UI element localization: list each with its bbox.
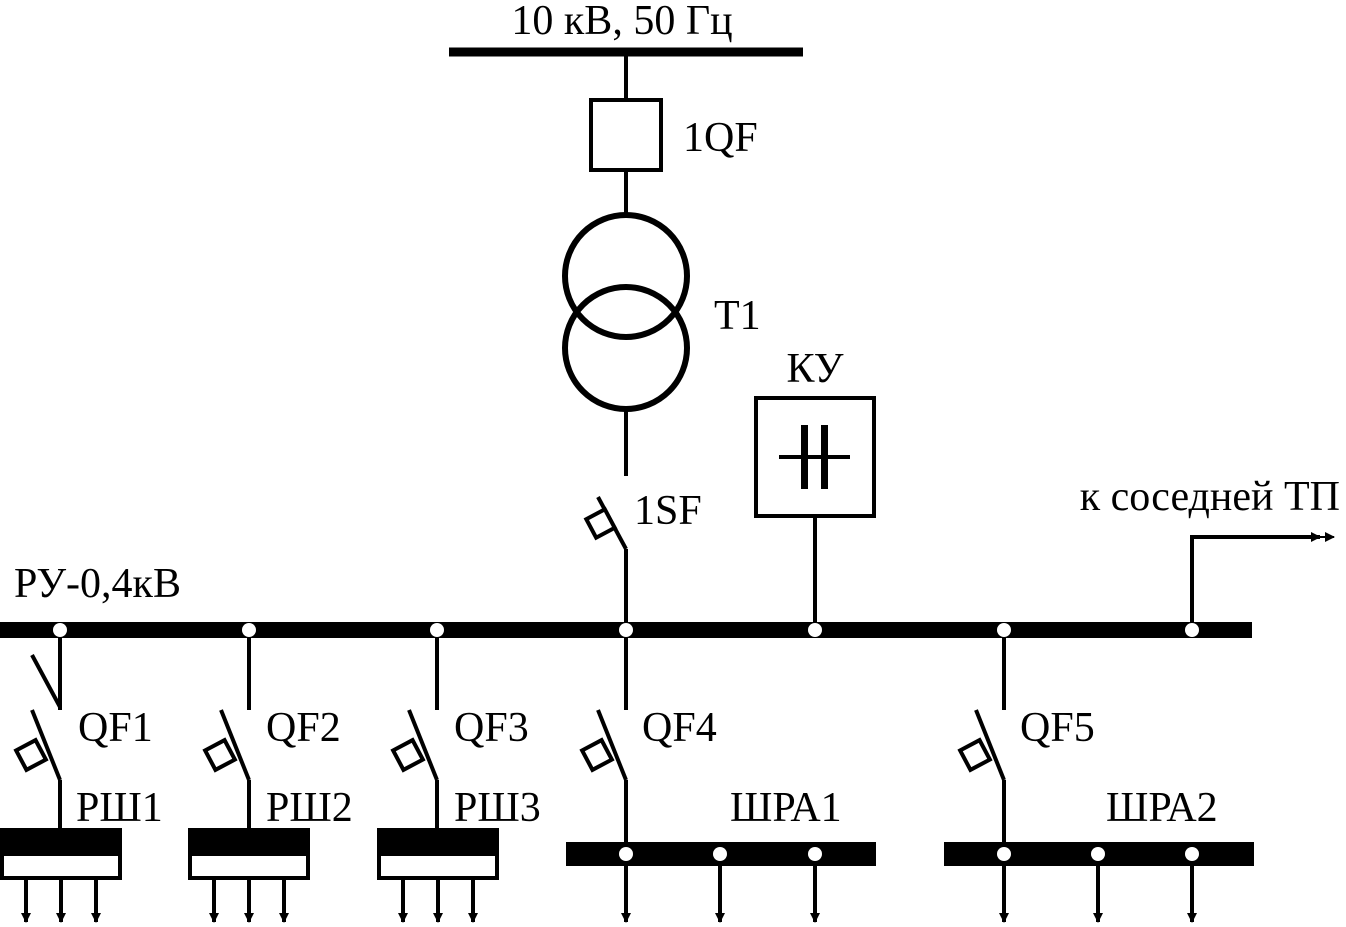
junction-dot bbox=[997, 623, 1011, 637]
junction-dot bbox=[619, 847, 633, 861]
feeder-breaker-qf1 bbox=[30, 654, 62, 708]
cabinet-outputs bbox=[21, 878, 478, 923]
capacitor-icon bbox=[779, 425, 850, 489]
transformer-label: T1 bbox=[714, 293, 761, 339]
supply-label: 10 кВ, 50 Гц bbox=[511, 0, 732, 44]
compensator-label: КУ bbox=[787, 346, 844, 392]
junction-dot bbox=[997, 847, 1011, 861]
load-label: ШРА1 bbox=[730, 785, 842, 831]
busway-outputs bbox=[621, 866, 1197, 923]
cabinet-rsh3 bbox=[377, 828, 499, 880]
junction-dot bbox=[713, 847, 727, 861]
cabinet-rsh2 bbox=[188, 828, 310, 880]
junction-dot bbox=[619, 623, 633, 637]
breaker-qf2 bbox=[202, 637, 251, 830]
lv-breaker-1sf bbox=[583, 496, 628, 627]
breaker-qf1 bbox=[13, 637, 62, 830]
neighbor-tie-line bbox=[1190, 532, 1321, 630]
junction-dot bbox=[1091, 847, 1105, 861]
junction-dot bbox=[808, 623, 822, 637]
lv-breaker-label: 1SF bbox=[634, 488, 702, 534]
junction-dot bbox=[1185, 623, 1199, 637]
breaker-qf5 bbox=[957, 637, 1006, 845]
cabinet-rsh1 bbox=[0, 828, 122, 880]
feeder-breaker-label: QF1 bbox=[78, 705, 153, 751]
feeder-breaker-label: QF4 bbox=[642, 705, 717, 751]
junction-dot bbox=[808, 847, 822, 861]
breaker-qf4 bbox=[579, 637, 628, 845]
breaker-qf3 bbox=[390, 637, 439, 830]
busway-taps bbox=[619, 847, 1199, 861]
load-label: РШ2 bbox=[266, 785, 353, 831]
breaker-symbols bbox=[13, 637, 1006, 845]
hv-breaker-label: 1QF bbox=[683, 115, 758, 161]
load-label: РШ3 bbox=[454, 785, 541, 831]
neighbor-label: к соседней ТП bbox=[1080, 474, 1340, 520]
transformer-secondary-winding bbox=[562, 284, 690, 412]
hv-breaker-1qf bbox=[589, 98, 663, 172]
busbar-label: РУ-0,4кВ bbox=[14, 561, 181, 607]
junction-dot bbox=[430, 623, 444, 637]
load-label: РШ1 bbox=[76, 785, 163, 831]
junction-dot bbox=[53, 623, 67, 637]
load-label: ШРА2 bbox=[1106, 785, 1218, 831]
junction-dot bbox=[1185, 847, 1199, 861]
feeder-breaker-label: QF5 bbox=[1020, 705, 1095, 751]
busbar-junctions bbox=[53, 623, 1199, 637]
junction-dot bbox=[242, 623, 256, 637]
feeder-breaker-label: QF3 bbox=[454, 705, 529, 751]
feeder-breaker-label: QF2 bbox=[266, 705, 341, 751]
transformer-primary-winding bbox=[562, 212, 690, 340]
